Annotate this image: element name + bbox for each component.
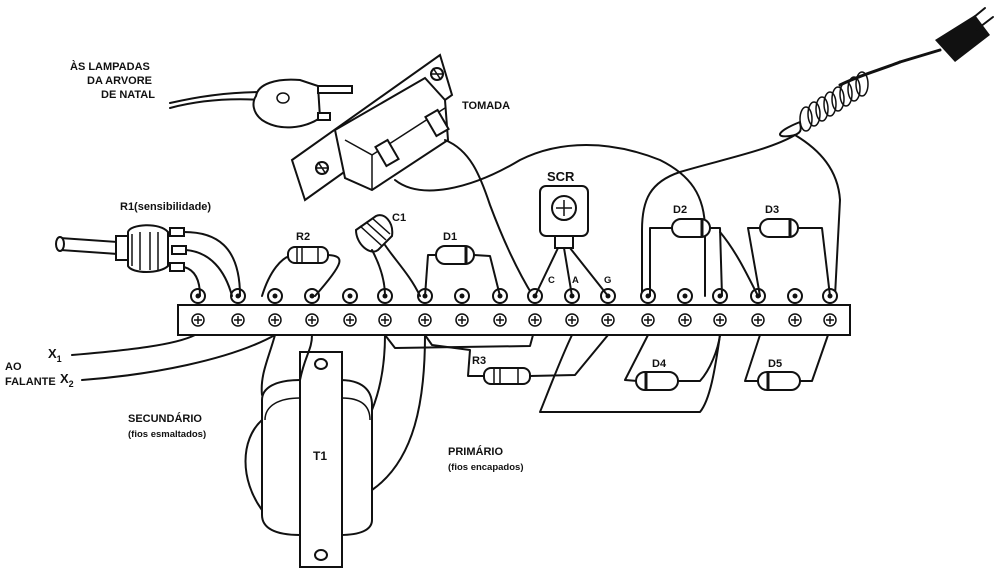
terminal-screw-slot: [826, 316, 834, 324]
r2-label: R2: [296, 231, 310, 243]
terminal-lug-hole: [309, 293, 315, 299]
terminal-screw-slot: [458, 316, 466, 324]
scr-thyristor: [534, 185, 609, 297]
d1-label: D1: [443, 231, 457, 243]
socket-outlet: [290, 53, 454, 202]
d4-label: D4: [652, 358, 667, 370]
speaker-label-1: AO: [5, 361, 22, 373]
bridge-wire: [384, 334, 534, 349]
terminal-lugs: [190, 288, 838, 327]
d2-label: D2: [673, 204, 687, 216]
speaker-label-2: FALANTE: [5, 376, 56, 388]
terminal-screw-slot: [568, 316, 576, 324]
speaker-wire-x1: [71, 334, 196, 356]
terminal-lug-hole: [792, 293, 798, 299]
terminal-lug-hole: [459, 293, 465, 299]
terminal-lug-hole: [682, 293, 688, 299]
terminal-screw-slot: [644, 316, 652, 324]
scr-pin-g: G: [604, 275, 611, 286]
terminal-strip: [177, 304, 851, 336]
secondary-note: (fios esmaltados): [128, 429, 206, 440]
socket-label: TOMADA: [462, 100, 510, 112]
terminal-screw-slot: [681, 316, 689, 324]
d2-diode: [649, 218, 723, 297]
t1-label: T1: [313, 449, 327, 463]
d5-diode: [744, 334, 829, 391]
terminal-screw-slot: [604, 316, 612, 324]
terminal-screw-slot: [716, 316, 724, 324]
r1-label: R1(sensibilidade): [120, 201, 211, 213]
secondary-wire-1: [260, 334, 276, 396]
terminal-screw-slot: [271, 316, 279, 324]
mains-cord-coil: [641, 60, 902, 297]
d3-diode: [719, 218, 831, 297]
mains-plug: [898, 7, 994, 64]
lamps-label-2: DA ARVORE: [87, 75, 152, 87]
t1-transformer: [261, 351, 373, 568]
c1-capacitor: [354, 214, 421, 297]
socket-wire-to-scr: [444, 139, 534, 297]
socket-wire-to-d2: [394, 144, 706, 297]
lamp-plug: [169, 78, 353, 129]
terminal-lug-hole: [272, 293, 278, 299]
terminal-screw-slot: [194, 316, 202, 324]
terminal-screw-slot: [381, 316, 389, 324]
x1-label: X1: [48, 346, 62, 364]
primary-wire-2: [371, 334, 426, 491]
scr-pin-a: A: [572, 275, 579, 286]
d1-diode: [424, 245, 501, 297]
d4-diode: [624, 334, 721, 391]
r3-resistor: [424, 334, 609, 385]
r3-label: R3: [472, 355, 486, 367]
c1-label: C1: [392, 212, 406, 224]
terminal-screw-slot: [308, 316, 316, 324]
primary-wire-1: [371, 334, 386, 411]
terminal-screw-slot: [791, 316, 799, 324]
terminal-screw-slot: [421, 316, 429, 324]
terminal-screw-slot: [496, 316, 504, 324]
terminal-screw-slot: [531, 316, 539, 324]
terminal-lug-hole: [347, 293, 353, 299]
anode-wire: [539, 334, 721, 413]
primary-note: (fios encapados): [448, 462, 524, 473]
scr-pin-c: C: [548, 275, 555, 286]
r2-resistor: [261, 246, 341, 297]
d5-label: D5: [768, 358, 782, 370]
secondary-label: SECUNDÁRIO: [128, 412, 202, 425]
secondary-wire-2: [299, 334, 313, 381]
secondary-loop: [244, 419, 263, 511]
lamps-label-1: ÀS LAMPADAS: [70, 60, 150, 73]
d3-label: D3: [765, 204, 779, 216]
scr-label: SCR: [547, 169, 575, 184]
primary-label: PRIMÁRIO: [448, 445, 503, 458]
terminal-screw-slot: [754, 316, 762, 324]
terminal-screw-slot: [234, 316, 242, 324]
terminal-screw-slot: [346, 316, 354, 324]
x2-label: X2: [60, 371, 74, 389]
lamps-label-3: DE NATAL: [101, 89, 155, 101]
r1-potentiometer: [55, 224, 187, 273]
speaker-wire-x2: [81, 334, 276, 381]
